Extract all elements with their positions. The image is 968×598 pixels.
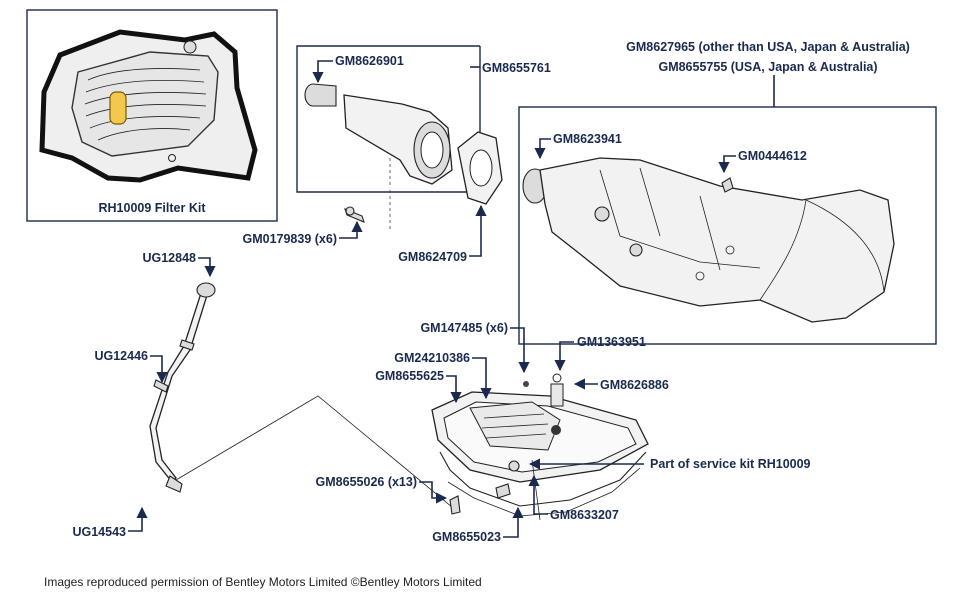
filter-kit-illustration xyxy=(39,29,258,183)
callout-service-kit: Part of service kit RH10009 xyxy=(650,457,811,471)
callout-gm8627965: GM8627965 (other than USA, Japan & Austr… xyxy=(626,40,910,54)
callout-gm8624709: GM8624709 xyxy=(398,250,467,264)
extension-housing-panel xyxy=(296,45,503,230)
filter-kit-frame xyxy=(26,9,278,222)
callout-labels: GM8626901 GM8655761 GM8627965 (other tha… xyxy=(72,40,909,544)
dipstick-to-pan-line xyxy=(175,395,459,513)
callout-ug12848: UG12848 xyxy=(142,251,196,265)
callout-gm24210386: GM24210386 xyxy=(394,351,470,365)
callout-gm8655755: GM8655755 (USA, Japan & Australia) xyxy=(658,60,877,74)
callout-gm8655023: GM8655023 xyxy=(432,530,501,544)
filter-kit-panel: RH10009 Filter Kit xyxy=(26,9,278,222)
callout-gm8655761: GM8655761 xyxy=(482,61,551,75)
transmission-case-frame xyxy=(518,106,937,345)
callout-gm0179839: GM0179839 (x6) xyxy=(242,232,337,246)
transmission-case-illustration xyxy=(522,157,895,323)
callout-gm8626901: GM8626901 xyxy=(335,54,404,68)
filter-element xyxy=(109,91,127,125)
callout-gm8623941: GM8623941 xyxy=(553,132,622,146)
leader-lines xyxy=(128,60,736,538)
copyright-credit: Images reproduced permission of Bentley … xyxy=(44,575,482,589)
callout-gm147485: GM147485 (x6) xyxy=(420,321,508,335)
transmission-case-panel xyxy=(518,75,937,345)
callout-ug14543: UG14543 xyxy=(72,525,126,539)
callout-gm8626886: GM8626886 xyxy=(600,378,669,392)
callout-gm1363951: GM1363951 xyxy=(577,335,646,349)
oil-pan-illustration xyxy=(431,373,649,521)
callout-ug12446: UG12446 xyxy=(94,349,148,363)
filter-kit-label: RH10009 Filter Kit xyxy=(99,201,207,215)
callout-gm8655026: GM8655026 (x13) xyxy=(316,475,417,489)
extension-housing-illustration xyxy=(304,83,453,230)
callout-gm8633207: GM8633207 xyxy=(550,508,619,522)
callout-gm0444612: GM0444612 xyxy=(738,149,807,163)
callout-gm8655625: GM8655625 xyxy=(375,369,444,383)
